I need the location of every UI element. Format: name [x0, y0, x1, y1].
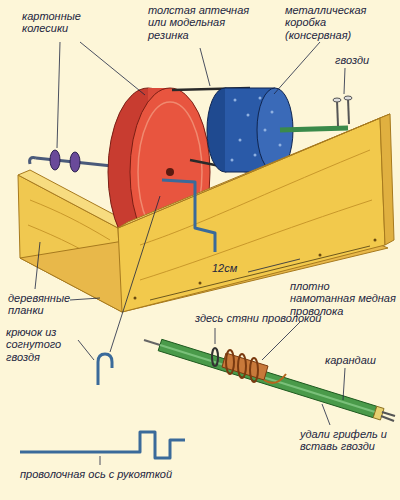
leader-lines-part	[70, 298, 100, 300]
can-axle	[280, 96, 352, 130]
part-label: толстая аптечная или модельная резинка	[148, 4, 252, 41]
copper-coil-part	[212, 348, 218, 366]
copper-coil-part	[250, 358, 258, 382]
leader-lines-part	[274, 42, 320, 94]
pencil-part	[158, 339, 377, 417]
tin-can-part-part	[239, 139, 242, 142]
front-plank-part	[199, 282, 202, 285]
leader-lines-part	[57, 42, 60, 148]
part-label: металлическая коробка (консервная)	[285, 4, 395, 41]
pencil	[144, 339, 395, 421]
leader-lines-part	[322, 404, 330, 425]
copper-coil-part	[226, 350, 234, 374]
copper-coil-part	[264, 374, 286, 383]
part-label: гвозди	[335, 54, 385, 66]
part-label: крючок из согнутого гвоздя	[6, 326, 78, 363]
pencil-part	[381, 416, 394, 421]
part-label: деревянные планки	[8, 292, 72, 317]
copper-coil-part	[222, 353, 268, 380]
wire-axle-part	[20, 432, 185, 458]
hook-part	[98, 354, 112, 385]
leader-lines-part	[248, 259, 300, 272]
spindle-part	[70, 152, 80, 172]
can-axle-part	[280, 128, 348, 130]
tin-can-part	[231, 97, 282, 162]
can-axle-part	[348, 98, 349, 124]
front-plank-part	[118, 114, 390, 228]
tin-can-part-part	[254, 154, 257, 157]
leader-lines-part	[35, 242, 40, 289]
part-label: карандаш	[325, 354, 385, 366]
tin-can-part-part	[247, 114, 250, 117]
leader-lines-part	[262, 322, 300, 360]
front-plank-part	[134, 297, 137, 300]
part-label: 12см	[212, 262, 252, 274]
spindle-part	[50, 150, 60, 170]
tin-can-part-part	[271, 111, 274, 114]
tin-can-part-part	[231, 159, 234, 162]
pencil-part	[382, 412, 395, 416]
front-plank-part	[150, 246, 370, 300]
leader-lines-part	[343, 368, 345, 400]
leader-lines-part	[100, 456, 101, 465]
leader-lines-part	[215, 328, 216, 344]
front-plank-part	[118, 118, 385, 312]
can-axle-part	[337, 100, 338, 126]
hook	[98, 354, 112, 385]
can-axle-part	[333, 98, 341, 102]
tin-can-part-part	[264, 129, 267, 132]
tin-can-part-part	[234, 99, 237, 102]
leader-lines-part	[344, 68, 345, 94]
part-label: проволочная ось с рукояткой	[20, 468, 210, 480]
spindle-part	[30, 158, 36, 164]
wire-axle	[20, 432, 185, 458]
leader-lines-part	[80, 42, 145, 95]
tin-can-part-part	[279, 144, 282, 147]
front-plank-part	[374, 239, 377, 242]
tin-can-part	[225, 88, 275, 89]
crank	[162, 180, 215, 252]
leader-lines	[35, 42, 345, 465]
part-label: плотно намотанная медная проволока	[290, 280, 396, 317]
front-plank	[118, 114, 394, 312]
leader-lines-part	[78, 340, 94, 360]
tin-can-part-part	[259, 97, 262, 100]
cardboard-wheels-part	[166, 168, 174, 176]
front-plank-part	[140, 150, 372, 280]
copper-coil	[212, 348, 286, 383]
crank-part	[162, 180, 215, 252]
part-label: картонные колесики	[22, 10, 96, 35]
leader-lines-part	[200, 48, 210, 86]
front-plank-part	[319, 254, 322, 257]
copper-coil-part	[238, 354, 246, 378]
can-axle-part	[344, 96, 352, 100]
leader-lines-part	[110, 196, 160, 352]
part-label: удали грифель и вставь гвозди	[300, 428, 396, 453]
pencil-part	[144, 340, 160, 345]
front-plank-part	[380, 114, 394, 245]
